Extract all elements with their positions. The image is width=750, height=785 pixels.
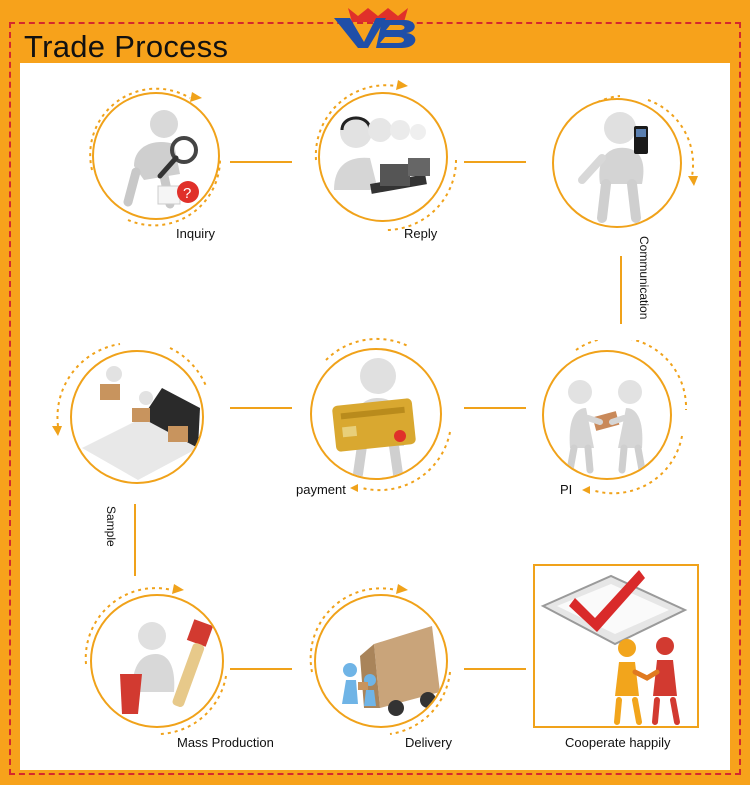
brand-logo bbox=[330, 6, 425, 50]
payment-label: payment bbox=[296, 482, 346, 497]
connector-pi-payment bbox=[464, 407, 526, 409]
credit-card-person-icon bbox=[312, 350, 440, 478]
paint-brush-person-icon bbox=[92, 596, 222, 726]
reply-label: Reply bbox=[404, 226, 437, 241]
delivery-label: Delivery bbox=[405, 735, 452, 750]
connector-payment-sample bbox=[230, 407, 292, 409]
truck-icon bbox=[316, 596, 446, 726]
mass-production-icon-circle bbox=[90, 594, 224, 728]
sample-label: Sample bbox=[104, 506, 118, 547]
pi-label: PI bbox=[560, 482, 572, 497]
payment-icon-circle bbox=[310, 348, 442, 480]
call-center-icon bbox=[320, 94, 446, 220]
magnifier-person-icon: ? bbox=[94, 94, 218, 218]
step-inquiry: ? Inquiry bbox=[80, 80, 230, 230]
checkmark-handshake-icon bbox=[535, 566, 697, 726]
laptop-boxes-icon bbox=[72, 352, 202, 482]
step-communication bbox=[540, 90, 700, 240]
step-mass-production: Mass Production bbox=[76, 580, 246, 750]
inquiry-icon-circle: ? bbox=[92, 92, 220, 220]
crown-icon bbox=[330, 6, 425, 50]
delivery-icon-circle bbox=[314, 594, 448, 728]
pi-icon-circle bbox=[542, 350, 672, 480]
mass-production-label: Mass Production bbox=[177, 735, 274, 750]
connector-reply-communication bbox=[464, 161, 526, 163]
phone-person-icon bbox=[554, 100, 680, 226]
connector-inquiry-reply bbox=[230, 161, 292, 163]
handshake-document-icon bbox=[544, 352, 670, 478]
communication-icon-circle bbox=[552, 98, 682, 228]
inquiry-label: Inquiry bbox=[176, 226, 215, 241]
communication-label: Communication bbox=[637, 236, 651, 319]
step-delivery: Delivery bbox=[300, 580, 470, 750]
step-reply: Reply bbox=[306, 80, 466, 240]
connector-sample-production bbox=[134, 504, 136, 576]
step-sample bbox=[50, 336, 220, 486]
cooperate-label: Cooperate happily bbox=[565, 735, 671, 750]
sample-icon-circle bbox=[70, 350, 204, 484]
step-pi: PI bbox=[536, 340, 696, 500]
step-cooperate bbox=[533, 564, 699, 728]
reply-icon-circle bbox=[318, 92, 448, 222]
connector-communication-pi bbox=[620, 256, 622, 324]
step-payment: payment bbox=[296, 336, 466, 506]
svg-text:?: ? bbox=[183, 185, 191, 202]
page-title: Trade Process bbox=[24, 30, 228, 64]
connector-delivery-cooperate bbox=[464, 668, 526, 670]
